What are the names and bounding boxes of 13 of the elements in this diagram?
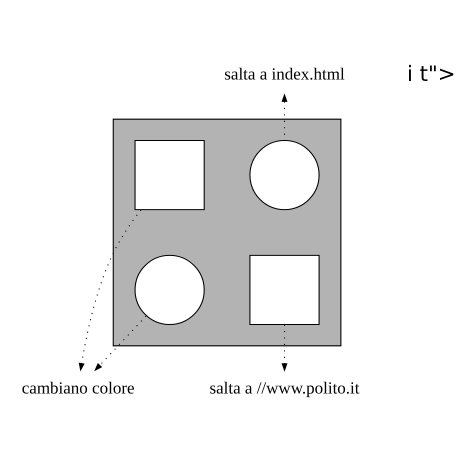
cluster xyxy=(112,118,341,346)
arrow xyxy=(78,210,141,372)
node-circle xyxy=(248,140,320,210)
node-text: salta a index.html xyxy=(224,64,344,84)
arrow xyxy=(94,316,146,372)
node-text: cambiano colore xyxy=(21,378,134,398)
node-text: salta a //www.polito.it xyxy=(209,378,360,398)
arrow xyxy=(281,93,287,140)
node-box xyxy=(134,140,204,210)
label: i t"> xyxy=(406,62,456,87)
node-circle xyxy=(134,254,204,326)
node-box xyxy=(248,254,320,326)
arrow xyxy=(281,324,287,372)
